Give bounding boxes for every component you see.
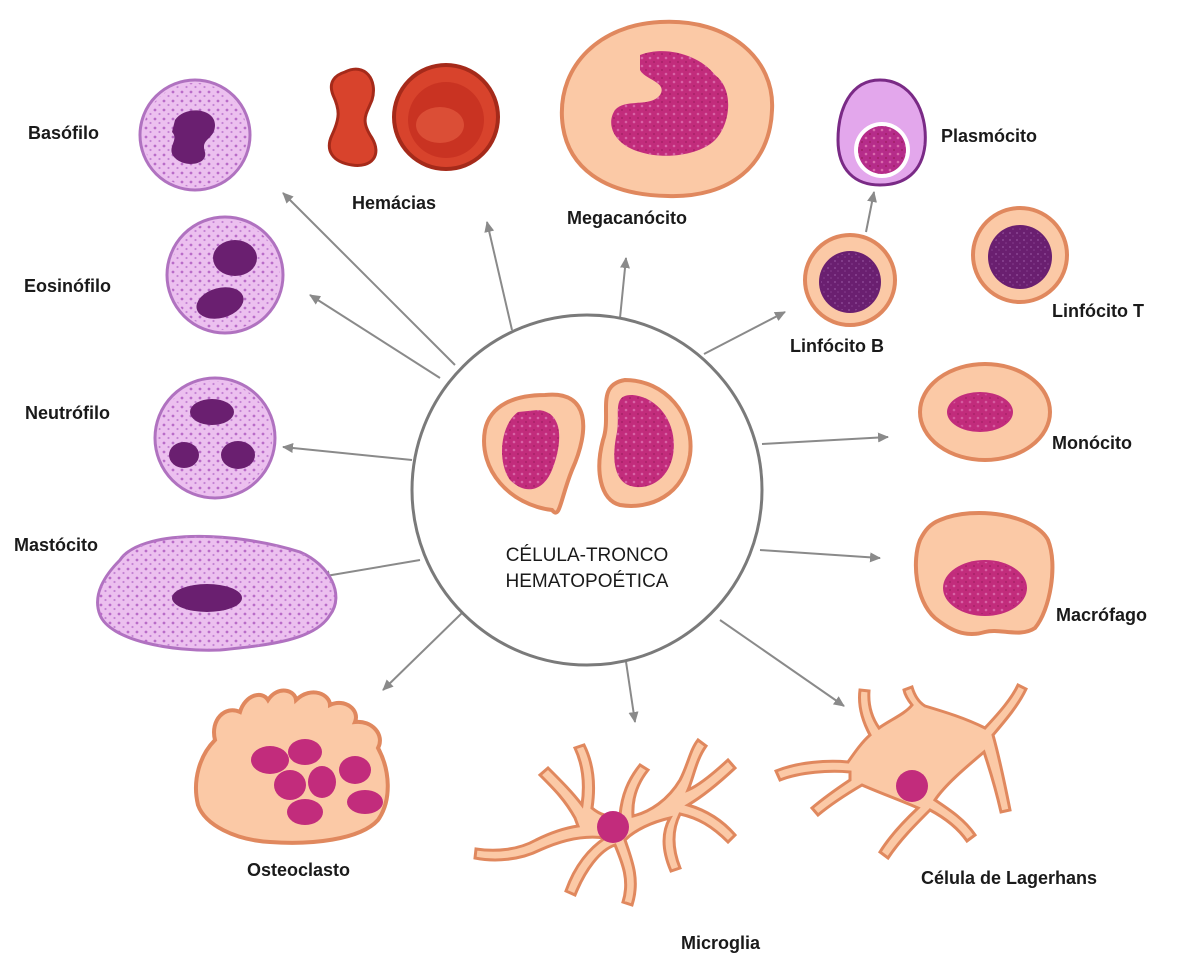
label-plasmocito: Plasmócito	[941, 126, 1037, 147]
label-macrofago: Macrófago	[1056, 605, 1147, 626]
arrow-eosinofilo	[310, 295, 440, 378]
arrow-macrofago	[760, 550, 880, 558]
label-microglia: Microglia	[681, 933, 760, 954]
arrow-microglia	[625, 655, 635, 722]
arrow-plasmocito	[866, 192, 874, 232]
eosinofilo-cell	[167, 217, 283, 333]
label-linfocito-b: Linfócito B	[790, 336, 884, 357]
arrow-megacariocito	[620, 258, 626, 318]
center-label-line1: CÉLULA-TRONCO	[457, 543, 717, 569]
label-linfocito-t: Linfócito T	[1052, 301, 1144, 322]
macrofago-cell	[916, 513, 1053, 634]
label-monocito: Monócito	[1052, 433, 1132, 454]
plasmocito-cell	[838, 80, 925, 185]
center-circle	[412, 315, 762, 665]
arrow-osteoclasto	[383, 612, 463, 690]
neutrofilo-cell	[155, 378, 275, 498]
osteoclasto-cell	[196, 691, 388, 843]
label-celula-langerhans: Célula de Lagerhans	[921, 868, 1097, 889]
arrow-linfocito-b	[704, 312, 785, 354]
center-label-line2: HEMATOPOÉTICA	[457, 569, 717, 595]
basofilo-cell	[140, 80, 250, 190]
center-label: CÉLULA-TRONCO HEMATOPOÉTICA	[457, 543, 717, 595]
monocito-cell	[920, 364, 1050, 460]
label-osteoclasto: Osteoclasto	[247, 860, 350, 881]
stem-cell	[412, 315, 762, 665]
arrow-basofilo	[283, 193, 455, 365]
arrow-neutrofilo	[283, 447, 412, 460]
label-eosinofilo: Eosinófilo	[24, 276, 111, 297]
arrow-mastocito	[320, 560, 420, 577]
microglia-cell	[475, 740, 735, 905]
label-hemacias: Hemácias	[352, 193, 436, 214]
arrow-langerhans	[720, 620, 844, 706]
megacariocito-cell	[562, 22, 772, 196]
mastocito-cell	[98, 536, 336, 650]
label-neutrofilo: Neutrófilo	[25, 403, 110, 424]
langerhans-cell	[776, 685, 1026, 858]
linfocito-b-cell	[805, 235, 895, 325]
label-megacariocito: Megacanócito	[567, 208, 687, 229]
label-mastocito: Mastócito	[14, 535, 98, 556]
linfocito-t-cell	[973, 208, 1067, 302]
label-basofilo: Basófilo	[28, 123, 99, 144]
arrow-hemacias	[487, 222, 512, 330]
hemacias-cells	[329, 65, 498, 169]
arrow-monocito	[762, 437, 888, 444]
